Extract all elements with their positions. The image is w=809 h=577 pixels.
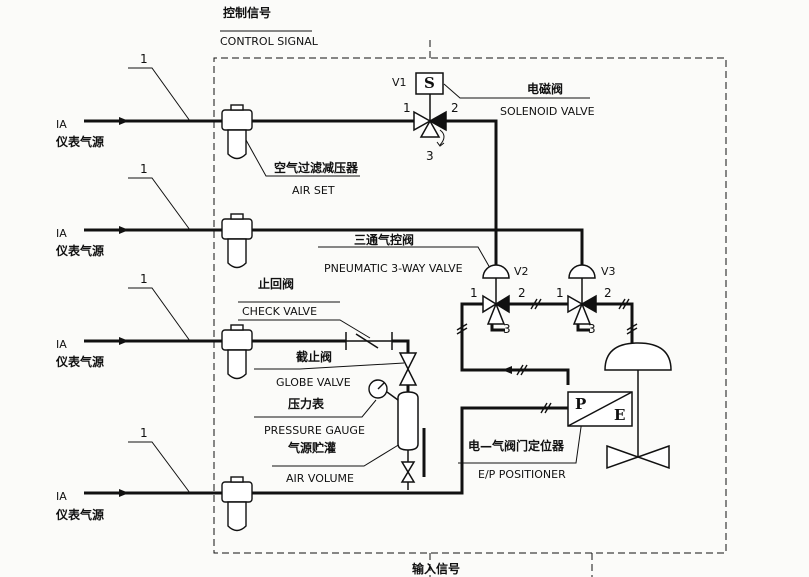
label-underlines [238, 97, 590, 303]
air-set-en-label: AIR SET [292, 184, 335, 197]
globe-valve-en-label: GLOBE VALVE [276, 376, 351, 389]
pneumatic-valve-v3 [567, 264, 597, 325]
solenoid-valve-v1 [413, 72, 447, 147]
air-source-4-code: IA [56, 490, 67, 503]
input-signal-cn-label: 输入信号 [412, 562, 461, 576]
air-source-1-name: 仪表气源 [56, 135, 105, 149]
pneumatic-valve-cn-label: 三通气控阀 [354, 233, 415, 247]
line-number-4: 1 [140, 426, 148, 440]
pressure-gauge [368, 379, 399, 401]
air-set-regulator-2 [221, 213, 253, 269]
check-valve [345, 332, 393, 350]
positioner-cn-label: 电—气阀门定位器 [468, 439, 565, 453]
air-volume-cn-label: 气源贮灌 [288, 441, 337, 455]
air-set-regulator-3 [221, 324, 253, 380]
v2-port-3: 3 [503, 322, 511, 336]
air-volume-en-label: AIR VOLUME [286, 472, 354, 485]
line-number-1: 1 [140, 52, 148, 66]
air-set-regulator-4 [221, 476, 253, 532]
v3-tag: V3 [601, 265, 616, 278]
v3-port-2: 2 [604, 286, 612, 300]
line-number-3: 1 [140, 272, 148, 286]
pneumatic-valve-en-label: PNEUMATIC 3-WAY VALVE [324, 262, 463, 275]
air-source-2-name: 仪表气源 [56, 244, 105, 258]
v2-tag: V2 [514, 265, 529, 278]
control-valve-actuator [604, 342, 672, 470]
globe-valve [398, 352, 418, 386]
air-set-regulator-1 [221, 104, 253, 160]
air-volume-tank [397, 391, 419, 490]
control-signal-en-label: CONTROL SIGNAL [220, 35, 318, 48]
positioner-e-symbol: E [614, 406, 626, 424]
positioner-p-symbol: P [575, 395, 587, 413]
control-boundary [213, 40, 727, 577]
pneumatic-valve-v2 [482, 264, 510, 325]
positioner-en-label: E/P POSITIONER [478, 468, 566, 481]
control-signal-cn-label: 控制信号 [223, 6, 272, 20]
v2-port-1: 1 [470, 286, 478, 300]
air-source-3-name: 仪表气源 [56, 355, 105, 369]
solenoid-port-1: 1 [403, 101, 411, 115]
solenoid-en-label: SOLENOID VALVE [500, 105, 595, 118]
air-source-4-name: 仪表气源 [56, 508, 105, 522]
solenoid-cn-label: 电磁阀 [527, 82, 564, 96]
check-valve-cn-label: 止回阀 [258, 277, 295, 291]
solenoid-port-2: 2 [451, 101, 459, 115]
leader-lines [128, 67, 590, 494]
pressure-gauge-cn-label: 压力表 [288, 397, 325, 411]
v3-port-3: 3 [588, 322, 596, 336]
check-valve-en-label: CHECK VALVE [242, 305, 318, 318]
solenoid-port-3: 3 [426, 149, 434, 163]
line-number-2: 1 [140, 162, 148, 176]
air-source-1-code: IA [56, 118, 67, 131]
pipe-hatches [456, 298, 638, 414]
solenoid-tag: V1 [392, 76, 407, 89]
v2-port-2: 2 [518, 286, 526, 300]
pipes [84, 119, 634, 495]
v3-port-1: 1 [556, 286, 564, 300]
air-source-2-code: IA [56, 227, 67, 240]
globe-valve-cn-label: 截止阀 [296, 350, 333, 364]
ep-positioner [567, 391, 633, 427]
air-set-cn-label: 空气过滤减压器 [274, 161, 359, 175]
air-source-3-code: IA [56, 338, 67, 351]
pressure-gauge-en-label: PRESSURE GAUGE [264, 424, 365, 437]
solenoid-symbol: S [424, 74, 435, 92]
